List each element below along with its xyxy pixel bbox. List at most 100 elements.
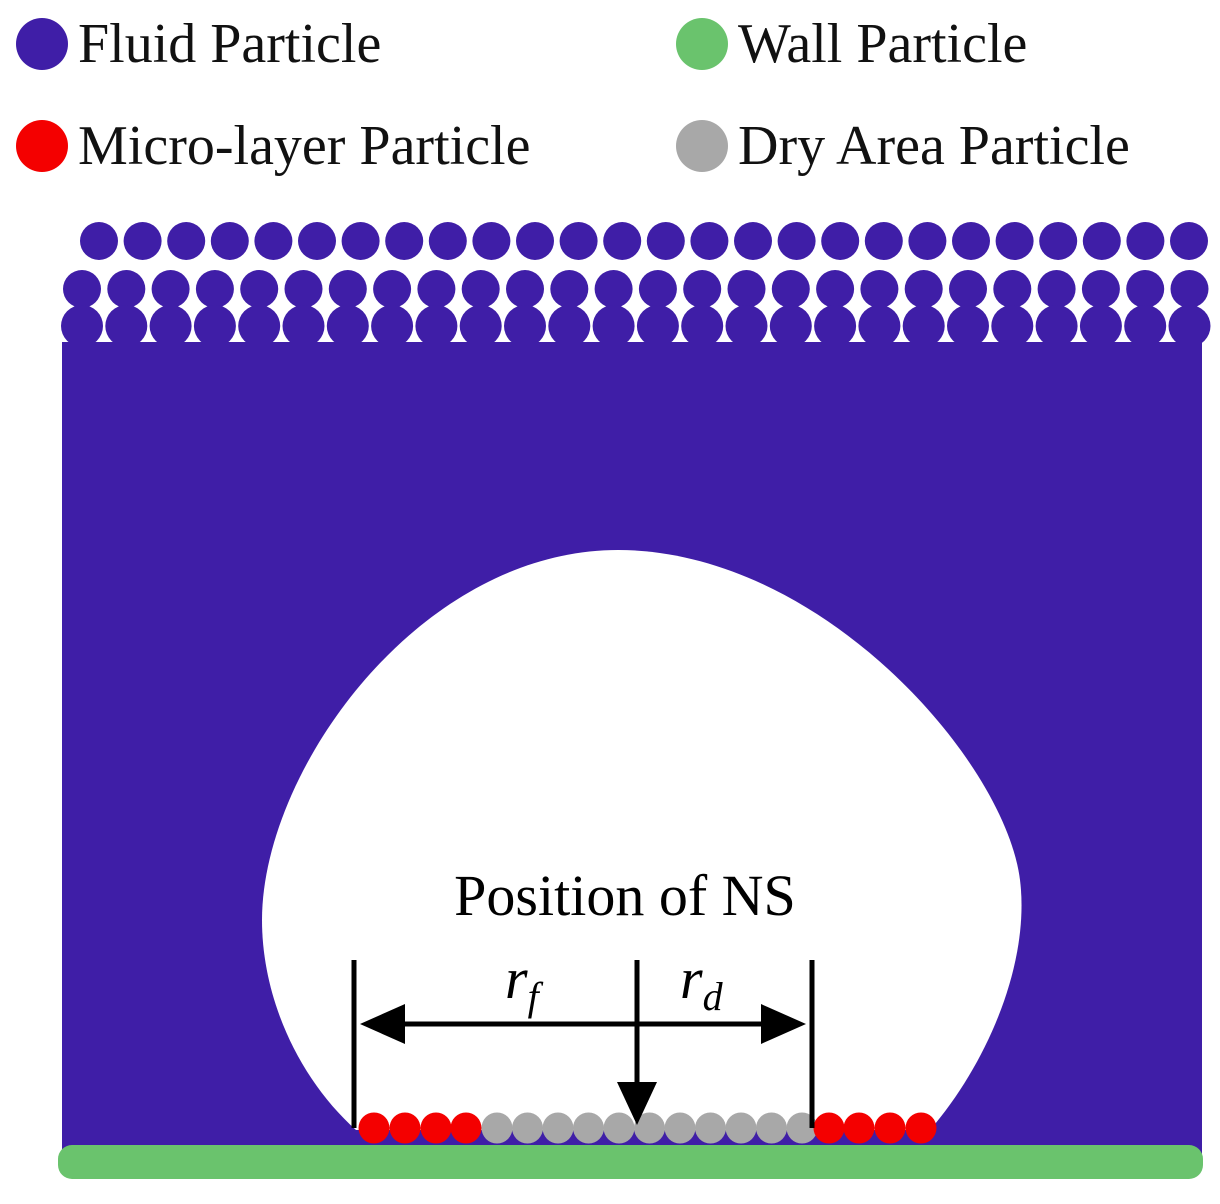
microlayer-particle <box>358 1112 390 1144</box>
fluid-particle <box>690 222 729 260</box>
fluid-particle <box>461 270 500 308</box>
fluid-particle <box>559 222 598 260</box>
dry-area-particle <box>603 1112 635 1144</box>
dry-area-particle <box>481 1112 513 1144</box>
fluid-particle <box>326 305 369 347</box>
fluid-particle <box>1170 270 1209 308</box>
dry-area-particle <box>695 1112 726 1144</box>
fluid-particle <box>1082 222 1121 260</box>
legend-label-dry: Dry Area Particle <box>738 115 1130 177</box>
fluid-particle <box>105 305 148 347</box>
microlayer-particle <box>843 1112 875 1144</box>
fluid-particle <box>816 270 855 308</box>
microlayer-particle <box>813 1112 845 1144</box>
microlayer-particle <box>874 1112 906 1144</box>
dry-area-particle <box>664 1112 696 1144</box>
fluid-particle <box>341 222 380 260</box>
legend-label-fluid: Fluid Particle <box>78 13 382 75</box>
fluid-particle <box>1079 305 1122 347</box>
nucleation-site-label: Position of NS <box>454 863 796 928</box>
fluid-particle <box>80 222 118 260</box>
fluid-particle <box>858 305 901 347</box>
fluid-particle <box>952 222 990 260</box>
fluid-particle <box>814 305 857 347</box>
legend-item-fluid: Fluid Particle <box>16 16 381 72</box>
fluid-particle <box>947 305 989 347</box>
fluid-particle <box>1168 305 1211 347</box>
fluid-particle <box>646 222 685 260</box>
fluid-particle <box>603 222 642 260</box>
fluid-particle <box>727 270 766 308</box>
fluid-particle <box>638 270 677 308</box>
left-arrowhead <box>360 1004 405 1044</box>
legend-label-microlayer: Micro-layer Particle <box>78 115 531 177</box>
fluid-particle <box>908 222 947 260</box>
dry-area-particle <box>634 1112 665 1144</box>
fluid-particle <box>771 270 810 308</box>
fluid-particle <box>860 270 899 308</box>
fluid-particle <box>1039 222 1078 260</box>
fluid-particle <box>1170 222 1208 260</box>
fluid-particle <box>149 305 192 347</box>
microlayer-particle <box>450 1112 482 1144</box>
legend-item-wall: Wall Particle <box>676 16 1027 72</box>
fluid-particle <box>210 222 249 260</box>
fluid-particle <box>459 305 502 347</box>
fluid-particle <box>298 222 336 260</box>
fluid-particle <box>594 270 633 308</box>
fluid-particle <box>428 222 467 260</box>
fluid-particle <box>864 222 903 260</box>
wall-particle-swatch <box>676 18 728 70</box>
fluid-particle <box>904 270 943 308</box>
right-arrowhead <box>761 1004 806 1044</box>
fluid-particle <box>195 270 234 308</box>
wall-strip <box>58 1145 1203 1179</box>
fluid-particle <box>636 305 679 347</box>
dry-area-particle <box>542 1112 574 1144</box>
fluid-particle <box>151 270 190 308</box>
fluid-particle <box>504 305 546 347</box>
microlayer-particles-right <box>813 1112 937 1144</box>
fluid-particle <box>282 305 325 347</box>
wall-region <box>58 1145 1203 1179</box>
fluid-particle <box>506 270 544 308</box>
dry-area-particle <box>756 1112 787 1144</box>
legend-item-microlayer: Micro-layer Particle <box>16 118 530 174</box>
fluid-particle <box>385 222 424 260</box>
fluid-particle <box>63 270 101 308</box>
fluid-particle <box>550 270 589 308</box>
fluid-particle <box>1081 270 1120 308</box>
fluid-particle <box>472 222 511 260</box>
fluid-particle <box>167 222 206 260</box>
fluid-particle <box>284 270 323 308</box>
fluid-particle <box>683 270 722 308</box>
fluid-particle <box>769 305 812 347</box>
fluid-particle <box>548 305 591 347</box>
vapor-bubble <box>262 550 1022 1130</box>
fluid-particle <box>254 222 293 260</box>
fluid-particle <box>373 270 412 308</box>
fluid-particle <box>61 305 103 347</box>
fluid-particle <box>995 222 1034 260</box>
microlayer-particle-swatch <box>16 120 68 172</box>
fluid-particle <box>516 222 554 260</box>
fluid-particle <box>993 270 1032 308</box>
fluid-particle <box>193 305 236 347</box>
fluid-particle <box>328 270 367 308</box>
fluid-particle <box>725 305 768 347</box>
dry-area-particle-swatch <box>676 120 728 172</box>
nucleation-site-arrowhead <box>617 1082 657 1125</box>
dry-area-particle <box>725 1112 757 1144</box>
fluid-particle <box>1126 222 1165 260</box>
fluid-particle <box>417 270 456 308</box>
fluid-particle <box>123 222 162 260</box>
fluid-particle <box>592 305 635 347</box>
fluid-particle <box>107 270 146 308</box>
fluid-particle <box>1124 305 1167 347</box>
rd-label: rd <box>680 946 724 1019</box>
fluid-particle <box>681 305 724 347</box>
fluid-particle <box>1037 270 1076 308</box>
fluid-particle <box>415 305 458 347</box>
